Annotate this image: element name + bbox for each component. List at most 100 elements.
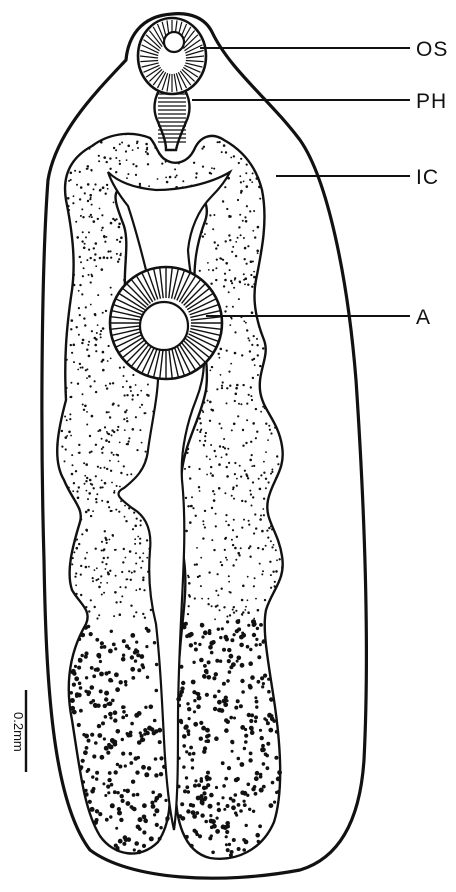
- stipple-dot: [90, 515, 92, 517]
- stipple-dot: [147, 153, 149, 155]
- stipple-dot: [237, 415, 239, 417]
- stipple-dot: [132, 428, 135, 431]
- stipple-dot: [118, 839, 123, 844]
- stipple-dot: [84, 557, 86, 559]
- label-os: OS: [416, 38, 448, 61]
- stipple-dot: [85, 369, 87, 371]
- stipple-dot: [265, 719, 268, 722]
- stipple-dot: [139, 542, 141, 544]
- stipple-dot: [182, 734, 187, 739]
- stipple-dot: [247, 624, 250, 627]
- stipple-dot: [226, 306, 228, 308]
- stipple-dot: [75, 540, 77, 542]
- stipple-dot: [214, 241, 216, 243]
- stipple-dot: [114, 490, 116, 492]
- stipple-dot: [72, 557, 74, 559]
- stipple-dot: [275, 549, 277, 551]
- stipple-dot: [104, 467, 106, 469]
- stipple-dot: [137, 740, 142, 745]
- stipple-dot: [276, 455, 278, 457]
- stipple-dot: [232, 529, 234, 531]
- stipple-dot: [132, 793, 136, 797]
- stipple-dot: [226, 620, 229, 623]
- stipple-dot: [90, 599, 92, 601]
- stipple-dot: [239, 643, 244, 648]
- stipple-dot: [115, 509, 117, 511]
- stipple-dot: [92, 699, 96, 703]
- stipple-dot: [127, 647, 130, 650]
- stipple-dot: [243, 320, 245, 322]
- stipple-dot: [131, 780, 135, 784]
- stipple-dot: [207, 675, 212, 680]
- stipple-dot: [260, 474, 262, 476]
- stipple-dot: [212, 228, 214, 230]
- stipple-dot: [108, 771, 112, 775]
- stipple-dot: [106, 184, 108, 186]
- stipple-dot: [257, 354, 259, 356]
- stipple-dot: [223, 606, 225, 608]
- stipple-dot: [84, 324, 86, 326]
- label-ph: PH: [416, 90, 447, 113]
- stipple-dot: [240, 679, 244, 683]
- stipple-dot: [135, 384, 137, 386]
- stipple-dot: [256, 627, 259, 630]
- stipple-dot: [227, 659, 231, 663]
- stipple-dot: [137, 668, 141, 672]
- stipple-dot: [236, 536, 238, 538]
- stipple-dot: [195, 172, 197, 174]
- stipple-dot: [124, 394, 126, 396]
- stipple-dot: [210, 444, 212, 446]
- stipple-dot: [136, 449, 138, 451]
- stipple-dot: [90, 733, 94, 737]
- stipple-dot: [91, 415, 94, 418]
- stipple-dot: [259, 773, 262, 776]
- stipple-dot: [249, 210, 251, 212]
- stipple-dot: [111, 434, 113, 436]
- stipple-dot: [70, 344, 72, 346]
- stipple-dot: [73, 551, 75, 553]
- stipple-dot: [231, 805, 236, 810]
- stipple-dot: [218, 353, 220, 355]
- stipple-dot: [222, 259, 224, 261]
- stipple-dot: [100, 336, 102, 338]
- stipple-dot: [123, 465, 125, 467]
- stipple-dot: [240, 476, 242, 478]
- stipple-dot: [126, 380, 128, 382]
- stipple-dot: [227, 766, 231, 770]
- stipple-dot: [76, 184, 78, 186]
- stipple-dot: [106, 751, 110, 755]
- stipple-dot: [93, 188, 95, 190]
- stipple-dot: [251, 311, 254, 314]
- stipple-dot: [131, 676, 135, 680]
- stipple-dot: [210, 283, 212, 285]
- stipple-dot: [233, 606, 235, 608]
- stipple-dot: [194, 564, 196, 566]
- stipple-dot: [224, 492, 226, 494]
- stipple-dot: [109, 416, 111, 418]
- stipple-dot: [212, 824, 217, 829]
- stipple-dot: [102, 351, 105, 354]
- stipple-dot: [88, 610, 90, 612]
- stipple-dot: [92, 580, 94, 582]
- stipple-dot: [213, 214, 215, 216]
- stipple-dot: [254, 577, 256, 579]
- stipple-dot: [116, 763, 119, 766]
- stipple-dot: [242, 585, 245, 588]
- stipple-dot: [249, 490, 251, 492]
- stipple-dot: [219, 257, 221, 259]
- stipple-dot: [243, 519, 245, 521]
- stipple-dot: [212, 490, 214, 492]
- stipple-dot: [188, 576, 190, 578]
- stipple-dot: [262, 682, 265, 685]
- stipple-dot: [140, 390, 142, 392]
- stipple-dot: [184, 724, 189, 729]
- stipple-dot: [135, 641, 138, 644]
- stipple-dot: [102, 359, 105, 362]
- stipple-dot: [186, 729, 190, 733]
- stipple-dot: [213, 499, 216, 502]
- stipple-dot: [96, 567, 98, 569]
- stipple-dot: [98, 812, 102, 816]
- stipple-dot: [206, 771, 210, 775]
- stipple-dot: [259, 518, 262, 521]
- stipple-dot: [182, 180, 184, 182]
